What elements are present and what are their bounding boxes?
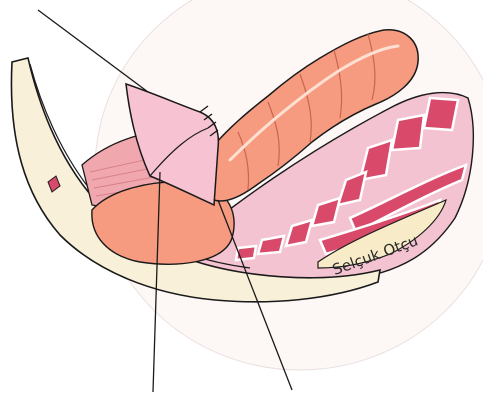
fold-1 <box>424 98 458 130</box>
fold-2 <box>392 115 424 150</box>
leader-line-top <box>38 10 148 92</box>
